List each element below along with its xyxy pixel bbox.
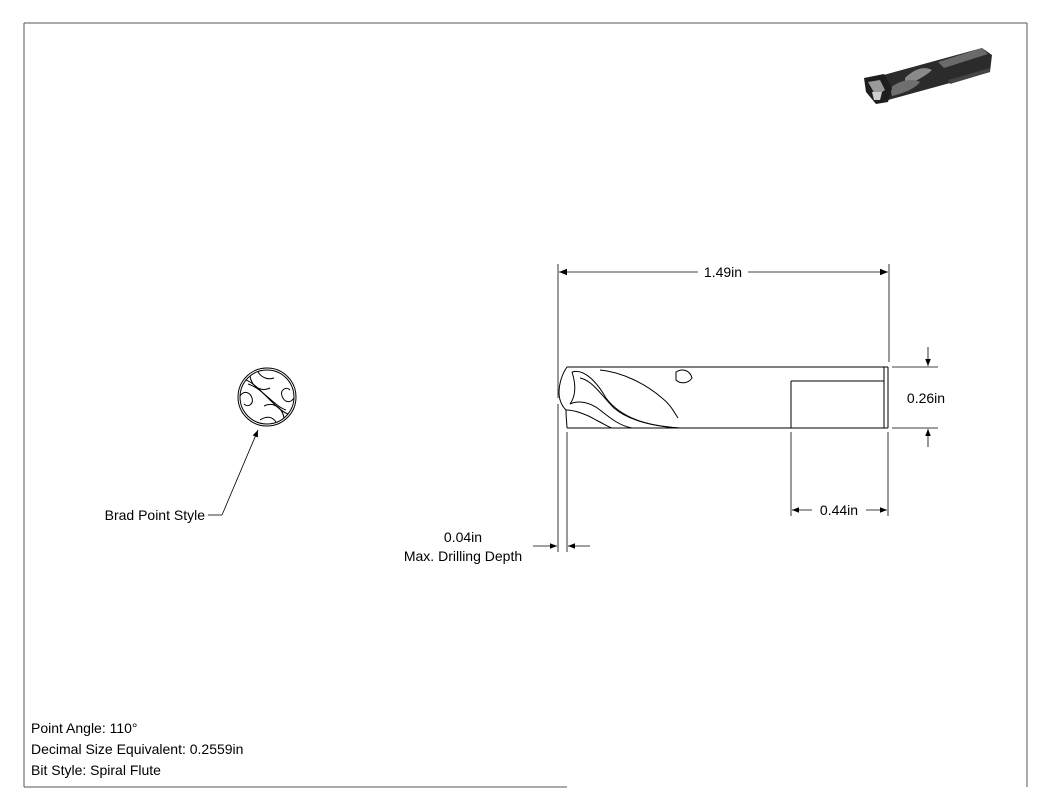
drill-bit-side-view [558, 366, 889, 429]
end-view-leader [208, 429, 259, 516]
overall-length-label: 1.49in [704, 264, 742, 280]
flat-length-dimension [790, 432, 889, 516]
note-bit-style: Bit Style: Spiral Flute [31, 762, 161, 778]
drilling-depth-dimension [533, 404, 590, 552]
drilling-depth-label: Max. Drilling Depth [404, 548, 522, 564]
diameter-label: 0.26in [907, 390, 945, 406]
overall-length-dimension [557, 264, 890, 398]
sheet-border [23, 22, 1028, 788]
brad-point-end-view [237, 367, 297, 427]
note-point-angle: Point Angle: 110° [31, 720, 138, 736]
flat-length-label: 0.44in [820, 502, 858, 518]
diameter-dimension [892, 347, 938, 447]
isometric-drill-bit-render [864, 48, 992, 104]
note-decimal-size: Decimal Size Equivalent: 0.2559in [31, 741, 243, 757]
brad-point-style-label: Brad Point Style [105, 507, 206, 523]
drilling-depth-value: 0.04in [444, 529, 482, 545]
